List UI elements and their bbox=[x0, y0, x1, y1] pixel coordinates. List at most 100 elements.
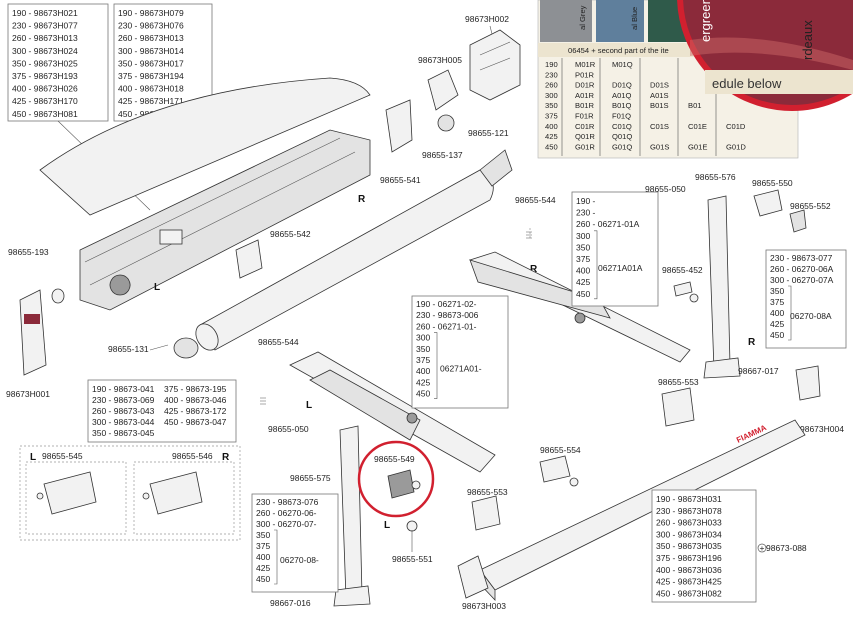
size-line: 425 bbox=[256, 563, 270, 573]
size-line: 350 bbox=[256, 530, 270, 540]
code-line: 230 - 98673H076 bbox=[118, 21, 184, 31]
highlight-circle bbox=[357, 440, 435, 518]
code-line: 375 - 98673-195 bbox=[164, 384, 227, 394]
code-line: 260 - 06271-01A bbox=[576, 219, 640, 229]
clip-98655-452 bbox=[673, 281, 699, 303]
fabric-code: Q01Q bbox=[612, 132, 632, 141]
label-98655-544-upper: 98655-544 bbox=[515, 195, 556, 205]
code-line: 375 - 98673H193 bbox=[12, 71, 78, 81]
end-cap-98673H001 bbox=[19, 289, 47, 376]
code-line: 230 - 98673-069 bbox=[92, 395, 155, 405]
size-line: 425 bbox=[576, 277, 590, 287]
group-bracket bbox=[594, 230, 598, 300]
end-cap-98673H003 bbox=[457, 555, 489, 599]
fabric-code: M01Q bbox=[612, 60, 633, 69]
side-R-case: R bbox=[358, 194, 366, 205]
group-bracket bbox=[434, 332, 438, 399]
code-line: 260 - 98673-043 bbox=[92, 406, 155, 416]
size-line: 400 bbox=[576, 266, 590, 276]
code-line: 300 - 06270-07- bbox=[256, 519, 317, 529]
label-98655-541: 98655-541 bbox=[380, 175, 421, 185]
code-line: 260 - 06271-01- bbox=[416, 321, 477, 331]
code-line: 190 - 06271-02- bbox=[416, 299, 477, 309]
code-line: 300 - 06270-07A bbox=[770, 275, 834, 285]
code-line: 190 - 98673H079 bbox=[118, 8, 184, 18]
label-98655-137: 98655-137 bbox=[422, 150, 463, 160]
fabric-size: 260 bbox=[545, 81, 558, 90]
side-L-arm: L bbox=[306, 400, 312, 411]
code-line: 260 - 98673H033 bbox=[656, 518, 722, 528]
size-line: 450 bbox=[770, 330, 784, 340]
clip-98655-542 bbox=[235, 239, 263, 279]
label-98673H001: 98673H001 bbox=[6, 389, 50, 399]
code-line: 400 - 98673H026 bbox=[12, 84, 78, 94]
label-98655-549: 98655-549 bbox=[374, 454, 415, 464]
arm-upper-list: 190 -230 -260 - 06271-01A300350375400425… bbox=[576, 196, 643, 300]
leg-right bbox=[703, 195, 741, 379]
swatch-blue bbox=[596, 0, 644, 42]
swatch-grey bbox=[540, 0, 592, 42]
svg-text:+: + bbox=[760, 543, 765, 553]
size-line: 375 bbox=[256, 541, 270, 551]
label-98655-575: 98655-575 bbox=[290, 473, 331, 483]
size-line: 450 bbox=[416, 389, 430, 399]
fabric-code: D01R bbox=[575, 81, 595, 90]
code-line: 260 - 06270-06A bbox=[770, 264, 834, 274]
code-line: 190 - bbox=[576, 196, 596, 206]
size-line: 375 bbox=[576, 254, 590, 264]
group-code: 06270-08- bbox=[280, 555, 319, 565]
size-line: 350 bbox=[576, 242, 590, 252]
code-line: 300 - 98673-044 bbox=[92, 417, 155, 427]
label-98673-088: 98673-088 bbox=[766, 543, 807, 553]
label-98655-050-right: 98655-050 bbox=[645, 184, 686, 194]
code-line: 400 - 98673H018 bbox=[118, 84, 184, 94]
code-line: 450 - 98673H081 bbox=[12, 109, 78, 119]
code-line: 260 - 98673H013 bbox=[12, 33, 78, 43]
fabric-code: C01D bbox=[726, 122, 746, 131]
fabric-code: A01Q bbox=[612, 91, 632, 100]
fabric-code: A01S bbox=[650, 91, 669, 100]
side-L-case: L bbox=[154, 282, 160, 293]
bracket-98655-550 bbox=[753, 189, 807, 233]
fabric-code: G01R bbox=[575, 142, 595, 151]
bracket-98673H005 bbox=[385, 69, 459, 153]
fabric-code: Q01R bbox=[575, 132, 595, 141]
code-line: 375 - 98673H196 bbox=[656, 553, 722, 563]
group-code: 06271A01A bbox=[598, 263, 643, 273]
label-98655-553-lower: 98655-553 bbox=[467, 487, 508, 497]
code-line: 350 - 98673H035 bbox=[656, 541, 722, 551]
code-line: 230 - 98673H078 bbox=[656, 506, 722, 516]
code-line: 230 - 98673-006 bbox=[416, 310, 479, 320]
size-line: 450 bbox=[256, 574, 270, 584]
label-98655-121: 98655-121 bbox=[468, 128, 509, 138]
side-R-panel: R bbox=[222, 452, 230, 463]
swatch-label-grey: al Grey bbox=[578, 5, 587, 30]
code-line: 230 - bbox=[576, 208, 596, 218]
part-98655-553-right bbox=[661, 387, 695, 427]
end-cap-98673H004 bbox=[795, 365, 821, 401]
fabric-code: B01S bbox=[650, 101, 669, 110]
fabric-code: M01R bbox=[575, 60, 596, 69]
magnifier-bordeaux-label: rdeaux bbox=[800, 20, 815, 60]
label-98655-131: 98655-131 bbox=[108, 344, 149, 354]
group-code: 06271A01- bbox=[440, 364, 482, 374]
label-98655-554: 98655-554 bbox=[540, 445, 581, 455]
size-line: 400 bbox=[416, 366, 430, 376]
part-98655-553-lower bbox=[471, 495, 501, 531]
fabric-code: F01R bbox=[575, 112, 594, 121]
size-line: 400 bbox=[770, 308, 784, 318]
code-line: 350 - 98673H017 bbox=[118, 58, 184, 68]
fabric-code: C01Q bbox=[612, 122, 632, 131]
label-98655-552: 98655-552 bbox=[790, 201, 831, 211]
code-line: 230 - 98673H077 bbox=[12, 21, 78, 31]
fabric-size: 450 bbox=[545, 142, 558, 151]
label-98655-545: 98655-545 bbox=[42, 451, 83, 461]
code-line: 230 - 98673-076 bbox=[256, 497, 319, 507]
code-line: 400 - 98673-046 bbox=[164, 395, 227, 405]
code-line: 425 - 98673-172 bbox=[164, 406, 227, 416]
